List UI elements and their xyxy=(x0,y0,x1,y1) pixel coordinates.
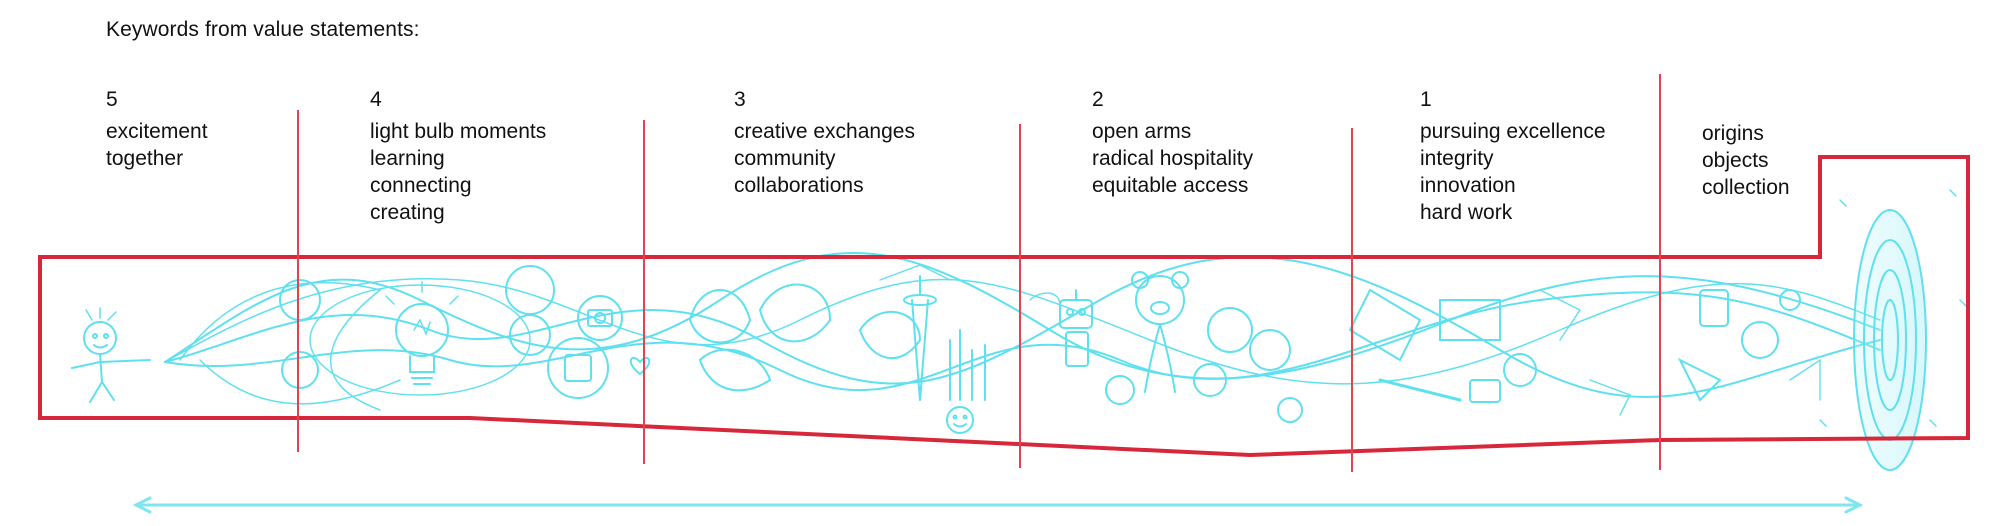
keyword: learning xyxy=(370,147,445,170)
keyword: collaborations xyxy=(734,174,864,197)
bear-icon xyxy=(1131,271,1189,393)
space-needle-icon xyxy=(903,275,937,401)
keyword: collection xyxy=(1702,176,1790,199)
lightbulb-icon xyxy=(385,281,459,385)
section-2: 2 open arms radical hospitality equitabl… xyxy=(1092,86,1253,199)
section-1: 1 pursuing excellence integrity innovati… xyxy=(1420,86,1606,226)
section-5: 5 excitement together xyxy=(106,86,208,172)
keyword: community xyxy=(734,147,836,170)
section-number: 4 xyxy=(370,88,382,111)
keyword: innovation xyxy=(1420,174,1516,197)
keyword: open arms xyxy=(1092,120,1192,143)
section-dividers xyxy=(297,74,1661,472)
keyword: creative exchanges xyxy=(734,120,915,143)
section-number: 3 xyxy=(734,88,746,111)
keyword: excitement xyxy=(106,120,208,143)
character-icon xyxy=(71,307,151,403)
section-3: 3 creative exchanges community collabora… xyxy=(734,86,915,199)
section-number: 2 xyxy=(1092,88,1104,111)
portal-icon xyxy=(1853,209,1927,471)
outline-shape xyxy=(38,155,1970,458)
section-4: 4 light bulb moments learning connecting… xyxy=(370,86,546,226)
section-number: 5 xyxy=(106,88,118,111)
keyword: origins xyxy=(1702,122,1764,145)
keyword: creating xyxy=(370,201,445,224)
diagram-title: Keywords from value statements: xyxy=(106,18,420,41)
mural-illustration xyxy=(71,189,1967,471)
keyword: radical hospitality xyxy=(1092,147,1254,170)
timeline-arrow xyxy=(132,496,1864,514)
keyword: objects xyxy=(1702,149,1769,172)
keyword: light bulb moments xyxy=(370,120,547,143)
keyword: equitable access xyxy=(1092,174,1249,197)
keyword: integrity xyxy=(1420,147,1494,170)
smiley-icon xyxy=(946,406,974,434)
heart-icon xyxy=(629,356,651,376)
keyword: hard work xyxy=(1420,201,1513,224)
camera-icon xyxy=(577,295,623,341)
keyword: pursuing excellence xyxy=(1420,120,1606,143)
section-number: 1 xyxy=(1420,88,1432,111)
section-origins: origins objects collection xyxy=(1702,120,1790,201)
keyword: together xyxy=(106,147,184,170)
keyword: connecting xyxy=(370,174,472,197)
robot-icon xyxy=(1059,289,1093,367)
